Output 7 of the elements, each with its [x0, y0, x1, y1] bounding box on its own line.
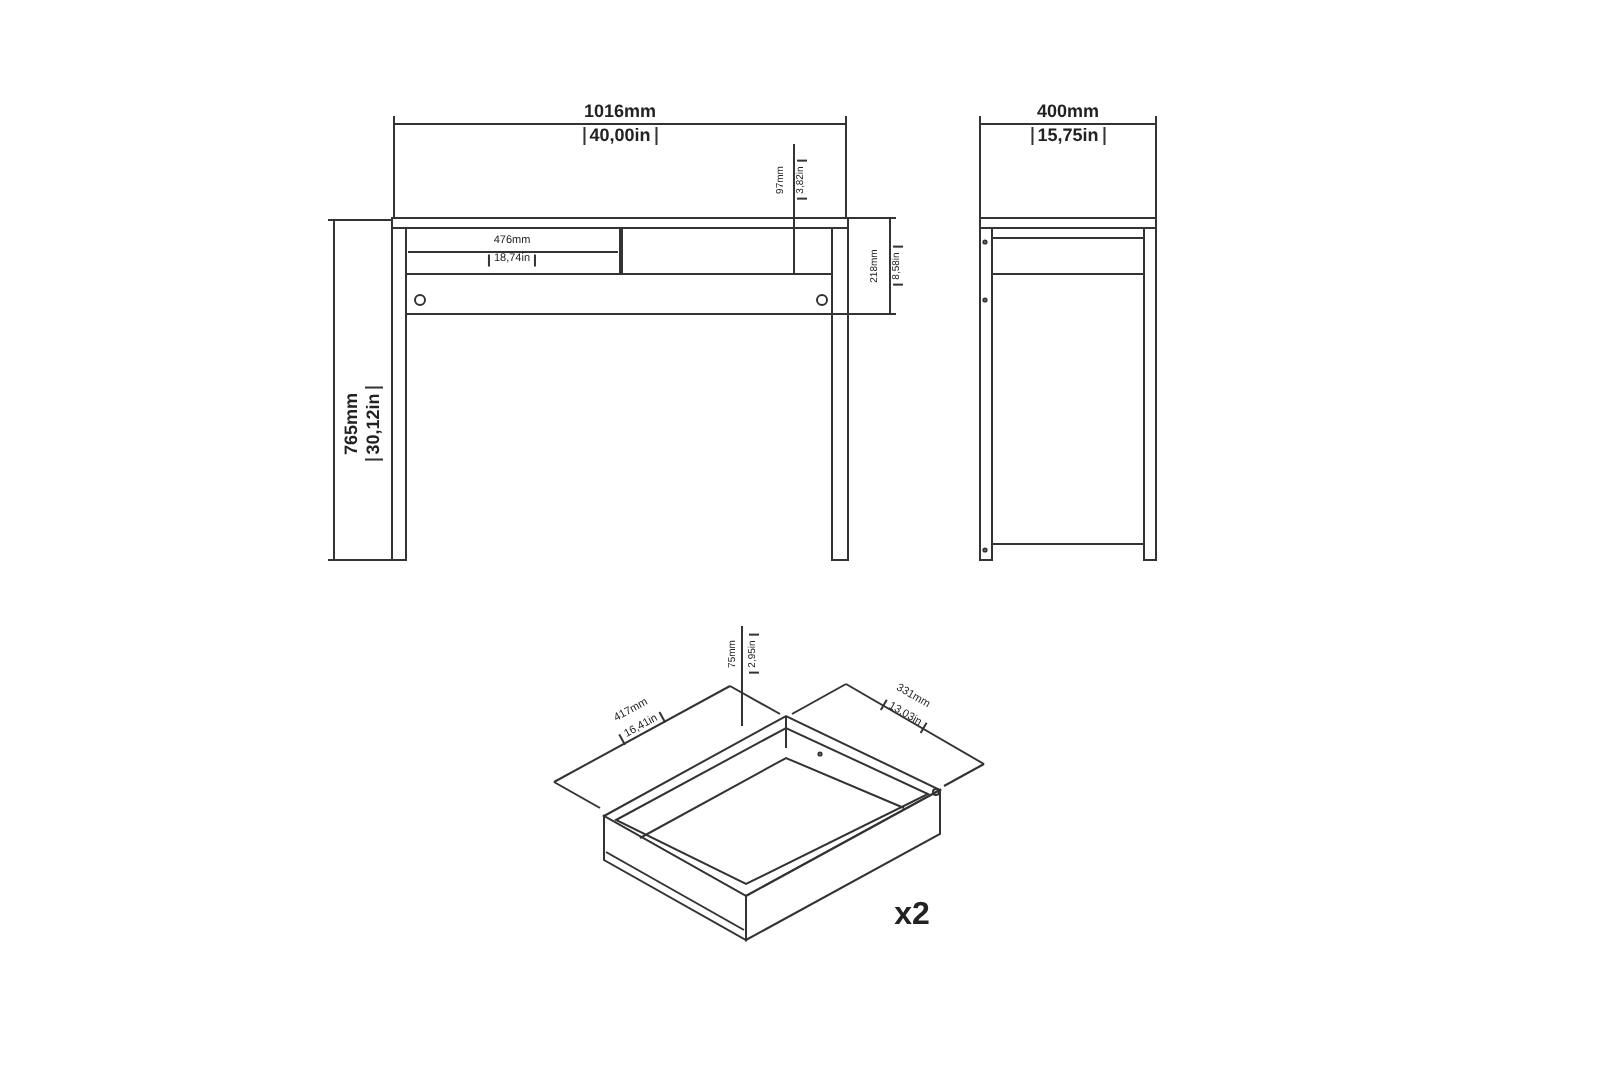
dimension-value-inches: 15,75in [1031, 127, 1105, 145]
dimension-value-inches: 40,00in [583, 127, 657, 145]
dimension-value: 1016mm [581, 103, 659, 121]
dimension-value-inches: 30,12in [365, 387, 383, 461]
dimension-value: 765mm [343, 390, 361, 458]
quantity-label: x2 [892, 900, 932, 932]
dimension-value: 400mm [1034, 103, 1102, 121]
